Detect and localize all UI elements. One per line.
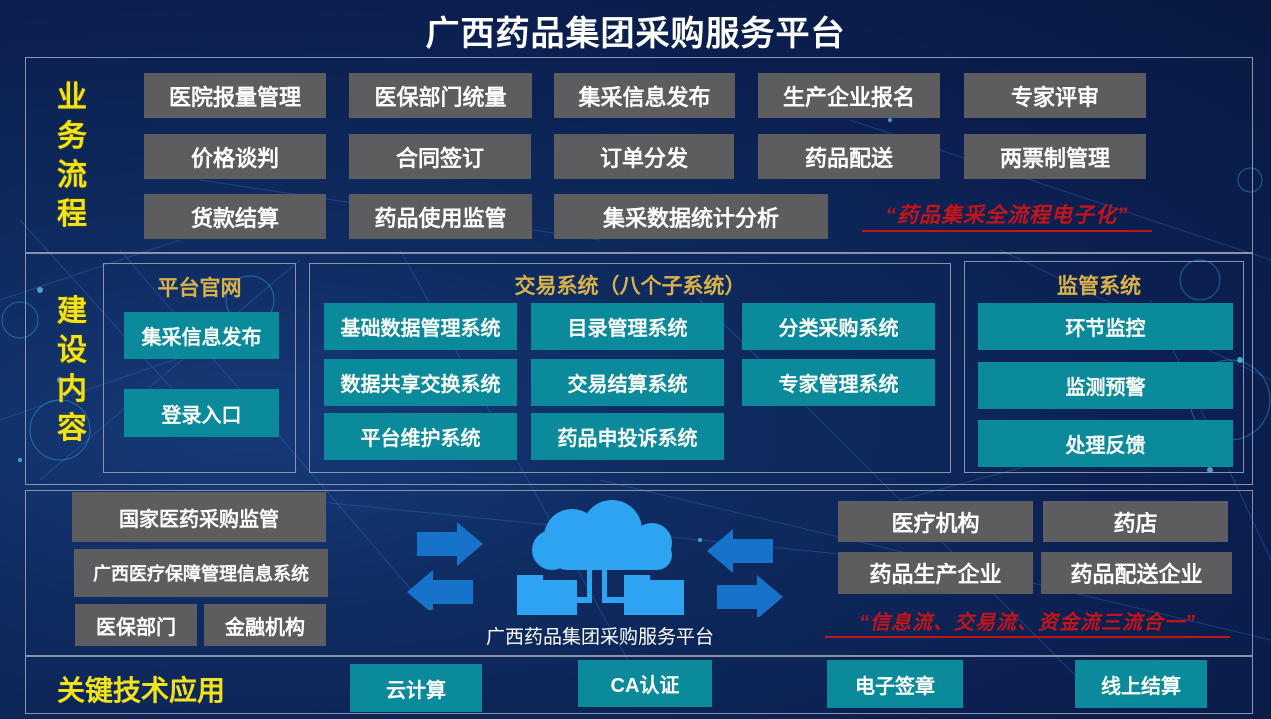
process-step[interactable]: 专家评审 <box>964 73 1146 118</box>
business-process-section <box>25 57 1253 253</box>
process-step[interactable]: 订单分发 <box>554 134 734 179</box>
business-process-label: 业 务 流 程 <box>57 81 87 231</box>
participant[interactable]: 药品配送企业 <box>1041 552 1232 594</box>
data-exchange-arrows-left <box>407 522 483 610</box>
construction-section <box>25 253 1253 485</box>
external-system[interactable]: 国家医药采购监管 <box>72 492 326 542</box>
process-step[interactable]: 集采信息发布 <box>554 73 735 118</box>
process-step[interactable]: 集采数据统计分析 <box>554 194 828 239</box>
trading-system-title: 交易系统（八个子系统） <box>514 275 746 298</box>
tech-item[interactable]: 线上结算 <box>1075 660 1207 708</box>
subsystem[interactable]: 交易结算系统 <box>531 359 724 406</box>
subsystem[interactable]: 基础数据管理系统 <box>324 303 517 350</box>
process-step[interactable]: 医保部门统量 <box>349 73 532 118</box>
process-step[interactable]: 药品使用监管 <box>349 194 532 239</box>
cloud-platform-icon <box>517 500 684 615</box>
participant[interactable]: 医疗机构 <box>838 501 1033 542</box>
subsystem[interactable]: 目录管理系统 <box>531 303 724 350</box>
trading-system-panel <box>309 263 951 473</box>
participant[interactable]: 药店 <box>1043 501 1228 542</box>
site-info-publish-button[interactable]: 集采信息发布 <box>124 312 279 359</box>
supervision-item[interactable]: 处理反馈 <box>978 420 1233 467</box>
external-system[interactable]: 医保部门 <box>75 604 197 646</box>
three-flows-slogan: “信息流、交易流、资金流三流合一” <box>825 610 1230 638</box>
supervision-item[interactable]: 监测预警 <box>978 362 1233 409</box>
tech-item[interactable]: CA认证 <box>578 660 712 707</box>
process-step[interactable]: 药品配送 <box>758 134 940 179</box>
official-site-panel <box>103 263 296 473</box>
supervision-system-title: 监管系统 <box>1057 275 1141 298</box>
process-step[interactable]: 生产企业报名 <box>758 73 940 118</box>
official-site-title: 平台官网 <box>157 277 242 300</box>
subsystem[interactable]: 专家管理系统 <box>742 359 935 406</box>
participant[interactable]: 药品生产企业 <box>838 552 1033 594</box>
page-title: 广西药品集团采购服务平台 <box>425 15 846 53</box>
data-exchange-arrows-right <box>707 529 783 617</box>
construction-label: 建 设 内 容 <box>57 295 87 445</box>
subsystem[interactable]: 分类采购系统 <box>742 303 935 350</box>
process-step[interactable]: 货款结算 <box>144 194 326 239</box>
key-tech-section <box>25 656 1253 714</box>
process-step[interactable]: 医院报量管理 <box>144 73 326 118</box>
key-tech-label: 关键技术应用 <box>57 675 226 706</box>
external-system[interactable]: 广西医疗保障管理信息系统 <box>74 549 328 597</box>
subsystem[interactable]: 平台维护系统 <box>324 413 517 460</box>
subsystem[interactable]: 药品申投诉系统 <box>531 413 724 460</box>
process-slogan: “药品集采全流程电子化” <box>862 202 1152 232</box>
subsystem[interactable]: 数据共享交换系统 <box>324 359 517 406</box>
process-step[interactable]: 价格谈判 <box>144 134 326 179</box>
external-system[interactable]: 金融机构 <box>204 604 326 646</box>
tech-item[interactable]: 电子签章 <box>827 660 963 708</box>
tech-item[interactable]: 云计算 <box>350 664 482 712</box>
cloud-platform-caption: 广西药品集团采购服务平台 <box>485 627 714 648</box>
login-entry-button[interactable]: 登录入口 <box>124 389 279 437</box>
integration-section <box>25 490 1253 656</box>
supervision-system-panel <box>964 261 1244 473</box>
supervision-item[interactable]: 环节监控 <box>978 303 1233 350</box>
process-step[interactable]: 合同签订 <box>349 134 531 179</box>
process-step[interactable]: 两票制管理 <box>964 134 1146 179</box>
